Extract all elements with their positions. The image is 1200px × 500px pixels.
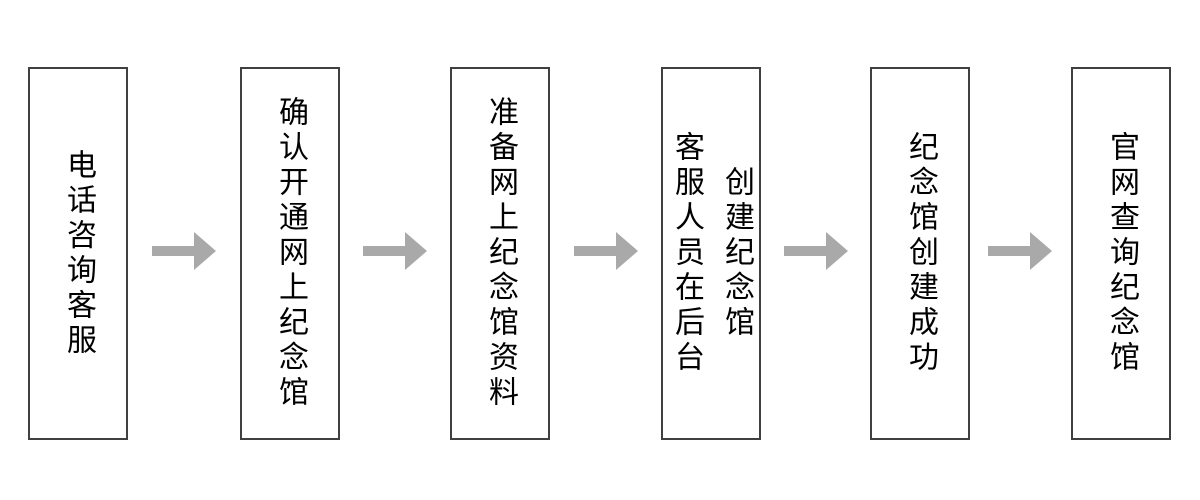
flow-step-phone-consult: 电话咨询客服 bbox=[28, 67, 128, 440]
step-label: 准备网上纪念馆资料 bbox=[484, 96, 517, 411]
flow-step-backend-create: 客服人员在后台 创建纪念馆 bbox=[661, 67, 761, 440]
arrow-right-icon bbox=[152, 232, 216, 270]
arrow-right-icon bbox=[363, 232, 427, 270]
flow-step-confirm-open: 确认开通网上纪念馆 bbox=[240, 67, 340, 440]
arrow-right-icon bbox=[574, 232, 638, 270]
step-label: 创建纪念馆 bbox=[720, 166, 753, 341]
step-label: 纪念馆创建成功 bbox=[904, 131, 937, 376]
arrow-right-icon bbox=[784, 232, 848, 270]
arrow-right-icon bbox=[988, 232, 1052, 270]
step-label: 确认开通网上纪念馆 bbox=[274, 96, 307, 411]
flow-step-create-success: 纪念馆创建成功 bbox=[870, 67, 970, 440]
step-label: 官网查询纪念馆 bbox=[1105, 131, 1138, 376]
flow-step-official-site-query: 官网查询纪念馆 bbox=[1071, 67, 1171, 440]
flow-step-prepare-materials: 准备网上纪念馆资料 bbox=[450, 67, 550, 440]
step-label: 客服人员在后台 bbox=[670, 131, 703, 376]
step-label: 电话咨询客服 bbox=[62, 148, 95, 359]
